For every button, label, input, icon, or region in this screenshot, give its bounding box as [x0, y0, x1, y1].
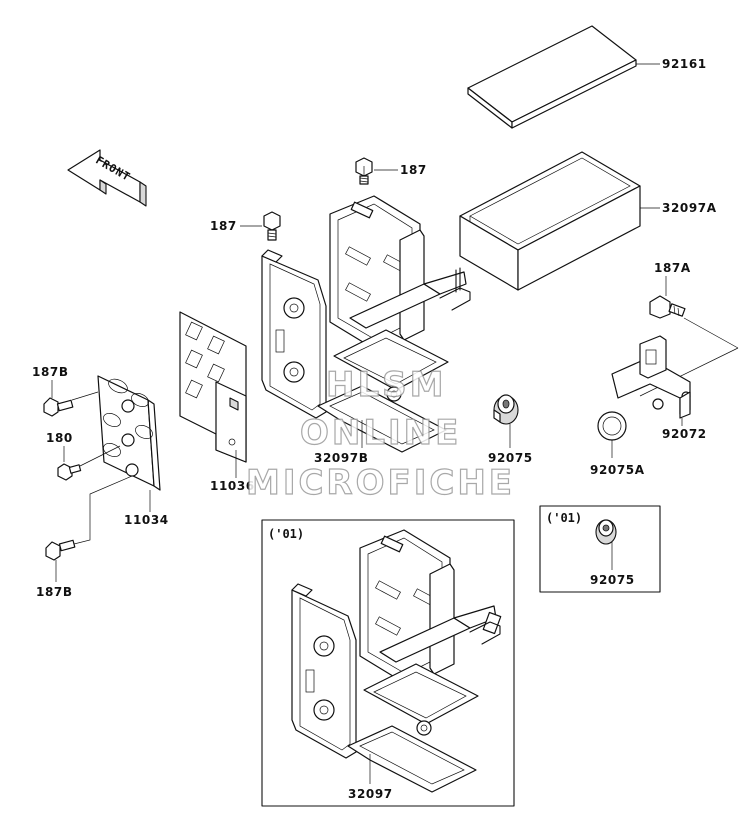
- label-187A: 187A: [654, 261, 691, 275]
- watermark: HLSM ONLINE MICROFICHE: [245, 364, 515, 503]
- label-11034: 11034: [124, 513, 169, 527]
- label-187-left: 187: [210, 219, 237, 233]
- bracket-92072: [611, 335, 691, 419]
- variant-tag-main: ('01): [268, 527, 304, 541]
- grommet-92075-alt-icon: [595, 519, 617, 545]
- label-187-top: 187: [400, 163, 427, 177]
- battery-bracket-32097B: [261, 195, 471, 453]
- variant-box-32097: [261, 519, 515, 807]
- battery-bracket-32097: [291, 529, 502, 793]
- label-187B-top: 187B: [32, 365, 69, 379]
- bolt-187B-bottom-icon: [45, 539, 76, 561]
- bolt-187-left-icon: [263, 211, 281, 241]
- label-92075: 92075: [488, 451, 533, 465]
- plate-11034: [97, 375, 161, 491]
- variant-box-92075: [539, 505, 661, 593]
- bolt-187A-icon: [649, 295, 686, 319]
- watermark-line1: HLSM: [326, 365, 446, 405]
- watermark-line3: MICROFICHE: [246, 463, 515, 503]
- label-32097A: 32097A: [662, 201, 717, 215]
- variant-tag-small: ('01): [546, 511, 582, 525]
- label-92072: 92072: [662, 427, 707, 441]
- front-arrow-icon: FRONT: [67, 149, 147, 207]
- label-180: 180: [46, 431, 73, 445]
- grommet-92075-icon: [493, 394, 519, 425]
- plate-11036: [179, 311, 247, 463]
- label-92075A: 92075A: [590, 463, 645, 477]
- screw-180-icon: [57, 463, 82, 481]
- bolt-187B-top-icon: [43, 397, 74, 417]
- bolt-187-top-icon: [355, 157, 373, 185]
- label-187B-bottom: 187B: [36, 585, 73, 599]
- label-11036: 11036: [210, 479, 255, 493]
- label-32097: 32097: [348, 787, 393, 801]
- watermark-line2: ONLINE: [300, 413, 461, 453]
- grommet-92075A-icon: [597, 411, 627, 441]
- label-92075-alt: 92075: [590, 573, 635, 587]
- battery-case: [459, 151, 641, 291]
- label-32097B: 32097B: [314, 451, 369, 465]
- label-92161: 92161: [662, 57, 707, 71]
- battery-cover-pad: [467, 25, 637, 129]
